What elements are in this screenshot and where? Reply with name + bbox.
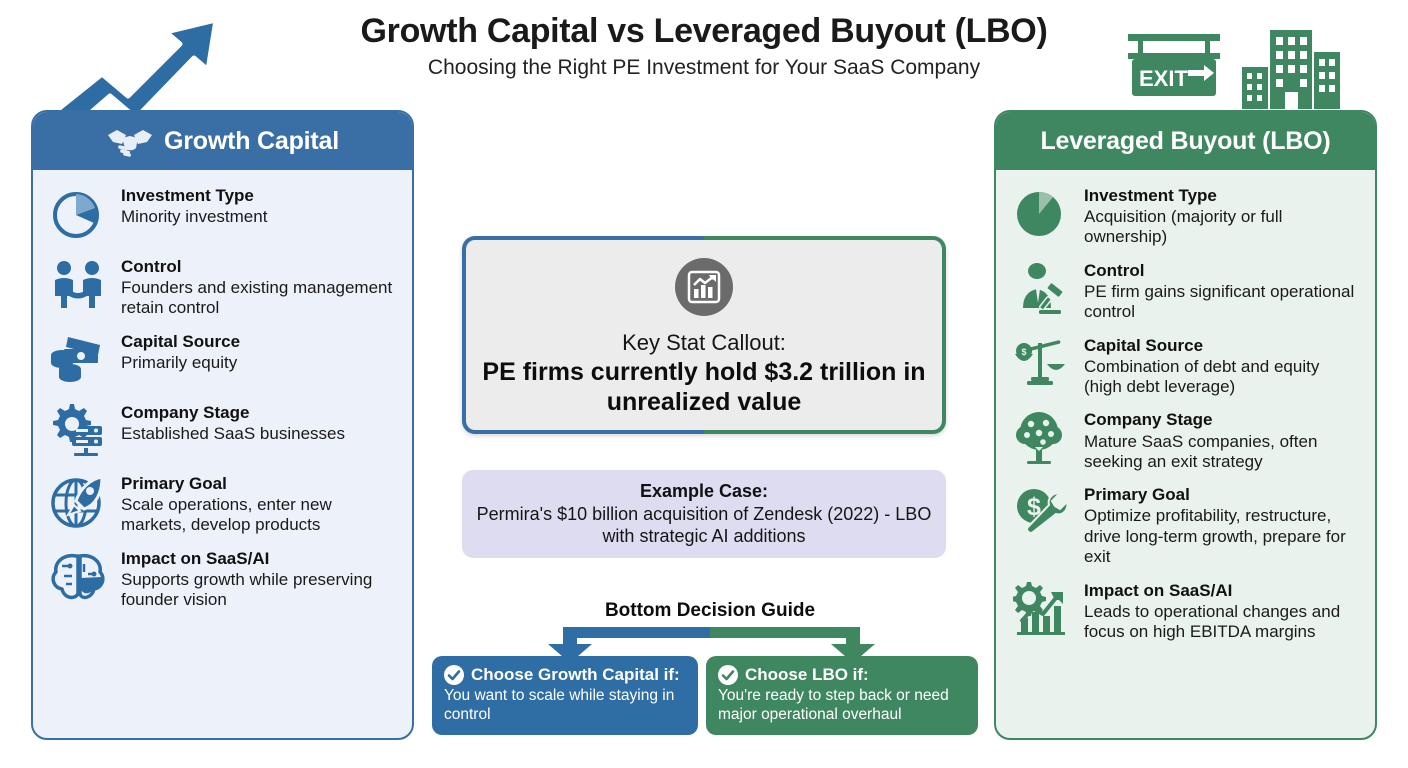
lbo-title: Leveraged Buyout (LBO) (1040, 126, 1331, 155)
feature-label: Company Stage (1084, 410, 1213, 430)
feature-label: Impact on SaaS/AI (121, 548, 270, 568)
feature-row: Company Stage Mature SaaS companies, oft… (1010, 406, 1361, 472)
feature-desc: Optimize profitability, restructure, dri… (1084, 506, 1346, 567)
feature-desc: Founders and existing management retain … (121, 278, 393, 318)
feature-label: Control (121, 257, 182, 276)
decision-card-title: Choose LBO if: (745, 664, 869, 684)
feature-row: Impact on SaaS/AI Leads to operational c… (1010, 577, 1361, 643)
feature-desc: PE firm gains significant operational co… (1084, 281, 1355, 322)
feature-row: Control PE firm gains significant operat… (1010, 257, 1361, 323)
feature-row: Investment Type Acquisition (majority or… (1010, 182, 1361, 248)
decision-card-body: You want to scale while staying in contr… (444, 687, 675, 723)
exit-buildings-graphic: EXIT (1128, 30, 1340, 109)
gear-growth-chart-icon (1010, 577, 1072, 639)
businessman-gavel-icon (1010, 257, 1072, 319)
feature-row: Capital Source Primarily equity (47, 328, 398, 390)
handshake-icon (108, 130, 152, 157)
key-stat-callout: Key Stat Callout: PE firms currently hol… (462, 236, 946, 434)
dollar-wrench-icon: $ (1010, 481, 1072, 543)
feature-desc: Combination of debt and equity (high deb… (1084, 356, 1320, 397)
tree-icon (1010, 406, 1072, 468)
bar-chart-trend-icon (675, 258, 733, 316)
feature-label: Investment Type (121, 186, 254, 205)
check-circle-icon (718, 665, 738, 685)
page-title: Growth Capital vs Leveraged Buyout (LBO) (360, 12, 1048, 50)
svg-text:$: $ (1021, 347, 1026, 357)
feature-label: Investment Type (1084, 186, 1217, 205)
lbo-panel: Leveraged Buyout (LBO) Investment Type A… (994, 110, 1377, 740)
example-case-text: Permira's $10 billion acquisition of Zen… (476, 503, 932, 547)
pie-chart-icon (47, 182, 109, 244)
rocket-globe-icon (47, 470, 109, 532)
pie-chart-icon (1010, 182, 1072, 244)
stat-value: PE firms currently hold $3.2 trillion in… (482, 358, 926, 416)
feature-row: Company Stage Established SaaS businesse… (47, 399, 398, 461)
decision-connector-arrows (548, 627, 875, 663)
handshake-people-icon (47, 253, 109, 315)
scales-balance-icon: $ (1010, 332, 1072, 394)
feature-desc: Supports growth while preserving founder… (121, 569, 373, 610)
feature-desc: Scale operations, enter new markets, dev… (121, 494, 332, 535)
page-subtitle: Choosing the Right PE Investment for You… (427, 56, 981, 80)
title-block: Growth Capital vs Leveraged Buyout (LBO)… (300, 12, 1108, 80)
decision-guide-title: Bottom Decision Guide (604, 600, 816, 621)
feature-row: $ Primary Goal Optimize profitability, r… (1010, 481, 1361, 567)
stat-caption: Key Stat Callout: (622, 330, 786, 355)
exit-sign-label: EXIT (1139, 66, 1188, 91)
lbo-header: Leveraged Buyout (LBO) (996, 112, 1375, 170)
feature-label: Company Stage (121, 402, 250, 422)
growth-capital-header: Growth Capital (33, 112, 412, 170)
feature-desc: Primarily equity (121, 352, 238, 372)
money-cash-icon (47, 328, 109, 390)
example-case-title: Example Case: (639, 481, 769, 501)
feature-desc: Established SaaS businesses (121, 423, 345, 443)
svg-text:$: $ (1027, 493, 1041, 521)
growth-capital-body: Investment Type Minority investment (33, 170, 412, 610)
check-circle-icon (444, 665, 464, 685)
decision-card-lbo[interactable]: Choose LBO if: You're ready to step back… (706, 656, 978, 735)
brain-ai-icon (47, 545, 109, 607)
lbo-body: Investment Type Acquisition (majority or… (996, 170, 1375, 642)
feature-label: Capital Source (121, 331, 241, 351)
feature-desc: Mature SaaS companies, often seeking an … (1084, 431, 1318, 471)
center-column: Key Stat Callout: PE firms currently hol… (430, 0, 990, 768)
feature-row: Primary Goal Scale operations, enter new… (47, 470, 398, 536)
feature-row: Investment Type Minority investment (47, 182, 398, 244)
feature-label: Primary Goal (1084, 485, 1190, 505)
decision-card-title: Choose Growth Capital if: (471, 664, 680, 684)
feature-desc: Minority investment (121, 207, 268, 227)
decision-card-body: You're ready to step back or need major … (718, 687, 949, 723)
feature-label: Capital Source (1084, 335, 1204, 355)
example-case-box: Example Case: Permira's $10 billion acqu… (462, 470, 946, 558)
feature-label: Primary Goal (121, 473, 227, 493)
growth-capital-title: Growth Capital (164, 126, 339, 155)
feature-label: Impact on SaaS/AI (1084, 580, 1233, 600)
feature-label: Control (1084, 260, 1145, 280)
feature-row: Control Founders and existing management… (47, 253, 398, 319)
feature-row: $ Capital Source Combination of debt and… (1010, 332, 1361, 398)
growth-capital-panel: Growth Capital Investment Type Minority … (31, 110, 414, 740)
feature-row: Impact on SaaS/AI Supports growth while … (47, 545, 398, 611)
decision-card-growth-capital[interactable]: Choose Growth Capital if: You want to sc… (432, 656, 698, 735)
feature-desc: Acquisition (majority or full ownership) (1084, 207, 1283, 247)
feature-desc: Leads to operational changes and focus o… (1084, 601, 1341, 641)
gear-server-icon (47, 399, 109, 461)
